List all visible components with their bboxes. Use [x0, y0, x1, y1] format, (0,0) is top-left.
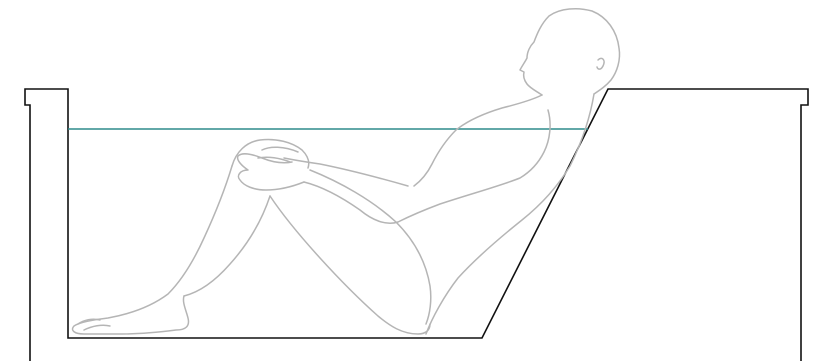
figure-chest: [413, 94, 543, 187]
figure-knee: [231, 138, 310, 169]
figure-head: [519, 7, 621, 96]
figure-hip: [309, 169, 432, 325]
figure-toes: [77, 318, 111, 331]
figure-near-arm: [303, 109, 551, 224]
figure-calf: [183, 195, 271, 297]
figure-ear: [596, 57, 605, 70]
figure-hands: [236, 146, 305, 191]
figure-thigh: [269, 195, 431, 335]
figure-torso-back: [425, 93, 595, 335]
figure-forearm: [283, 157, 409, 187]
reclining-figure: [71, 7, 621, 335]
bathtub-outline: [24, 88, 809, 361]
figure-shin-front: [71, 165, 233, 335]
